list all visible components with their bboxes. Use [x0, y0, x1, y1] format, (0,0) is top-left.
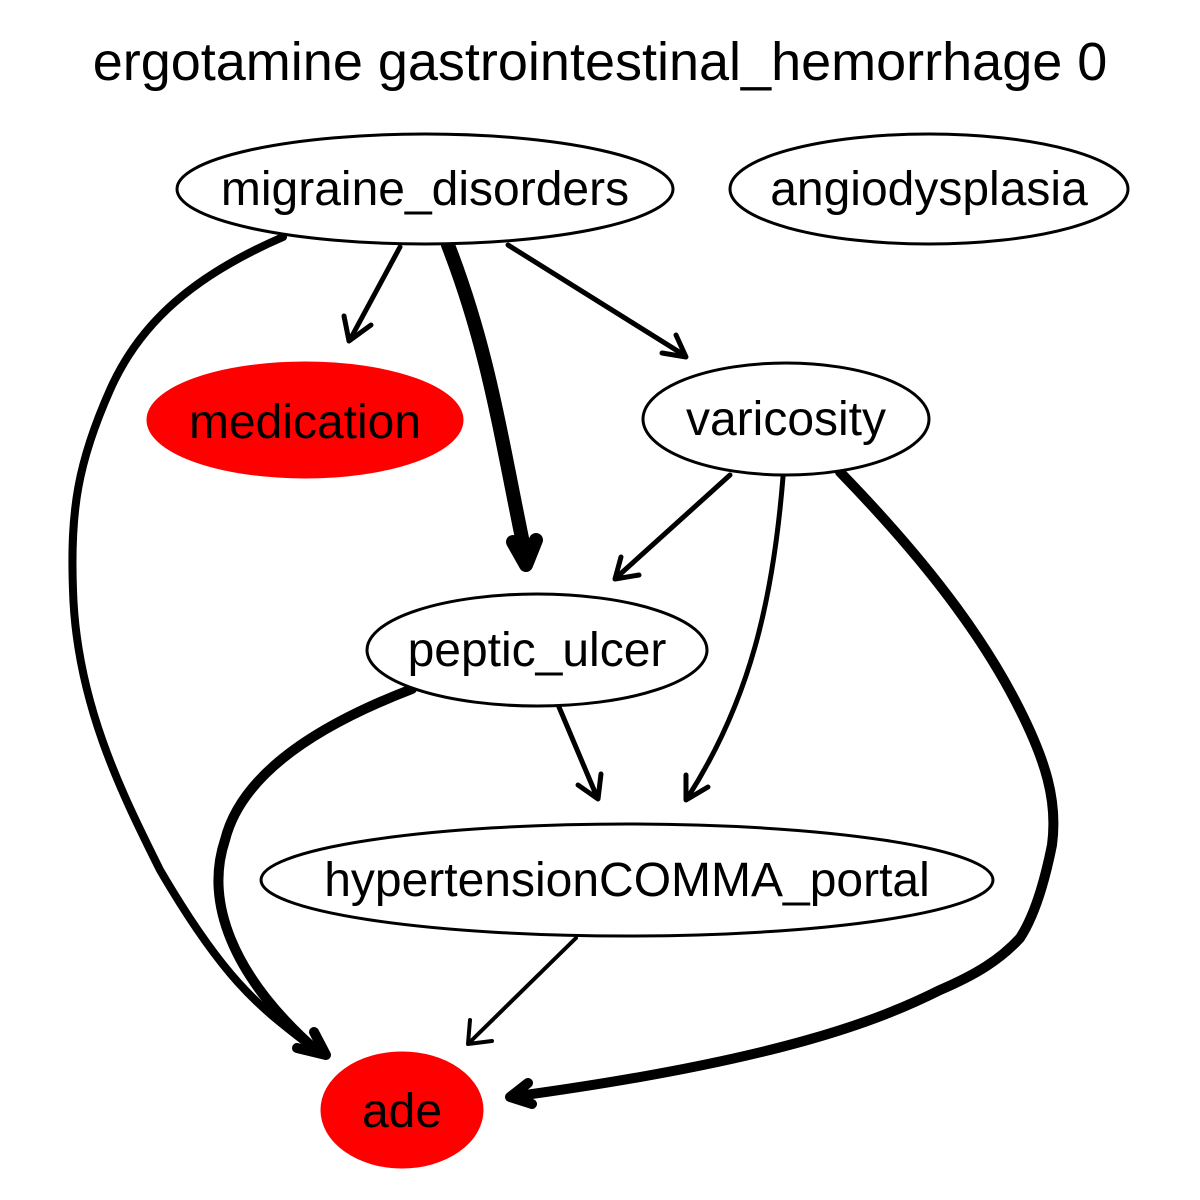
edge-peptic_ulcer-ade: [213, 684, 417, 1060]
node-label-hypertension_portal: hypertensionCOMMA_portal: [324, 854, 930, 907]
node-migraine_disorders: migraine_disorders: [175, 132, 675, 246]
edge-varicosity-peptic_ulcer: [612, 472, 733, 582]
node-label-migraine_disorders: migraine_disorders: [221, 163, 629, 216]
node-label-peptic_ulcer: peptic_ulcer: [408, 624, 667, 677]
node-hypertension_portal: hypertensionCOMMA_portal: [259, 822, 995, 938]
diagram-title: ergotamine gastrointestinal_hemorrhage 0: [93, 32, 1108, 92]
node-varicosity: varicosity: [641, 361, 931, 477]
edge-migraine_disorders-ade: [68, 233, 322, 1056]
edge-migraine_disorders-medication: [341, 244, 403, 344]
edge-hypertension_portal-ade: [466, 936, 578, 1046]
node-label-medication: medication: [189, 396, 421, 449]
node-peptic_ulcer: peptic_ulcer: [365, 592, 709, 708]
edge-migraine_disorders-peptic_ulcer: [441, 238, 543, 572]
node-label-angiodysplasia: angiodysplasia: [770, 163, 1088, 216]
node-label-ade: ade: [362, 1085, 442, 1138]
node-medication: medication: [146, 361, 464, 479]
node-label-varicosity: varicosity: [686, 393, 886, 446]
node-ade: ade: [320, 1051, 484, 1169]
edge-migraine_disorders-varicosity: [505, 242, 689, 360]
edge-peptic_ulcer-hypertension_portal: [556, 704, 604, 802]
edge-varicosity-hypertension_portal: [683, 474, 786, 803]
edge-varicosity-ade: [505, 467, 1059, 1109]
node-angiodysplasia: angiodysplasia: [728, 132, 1130, 246]
